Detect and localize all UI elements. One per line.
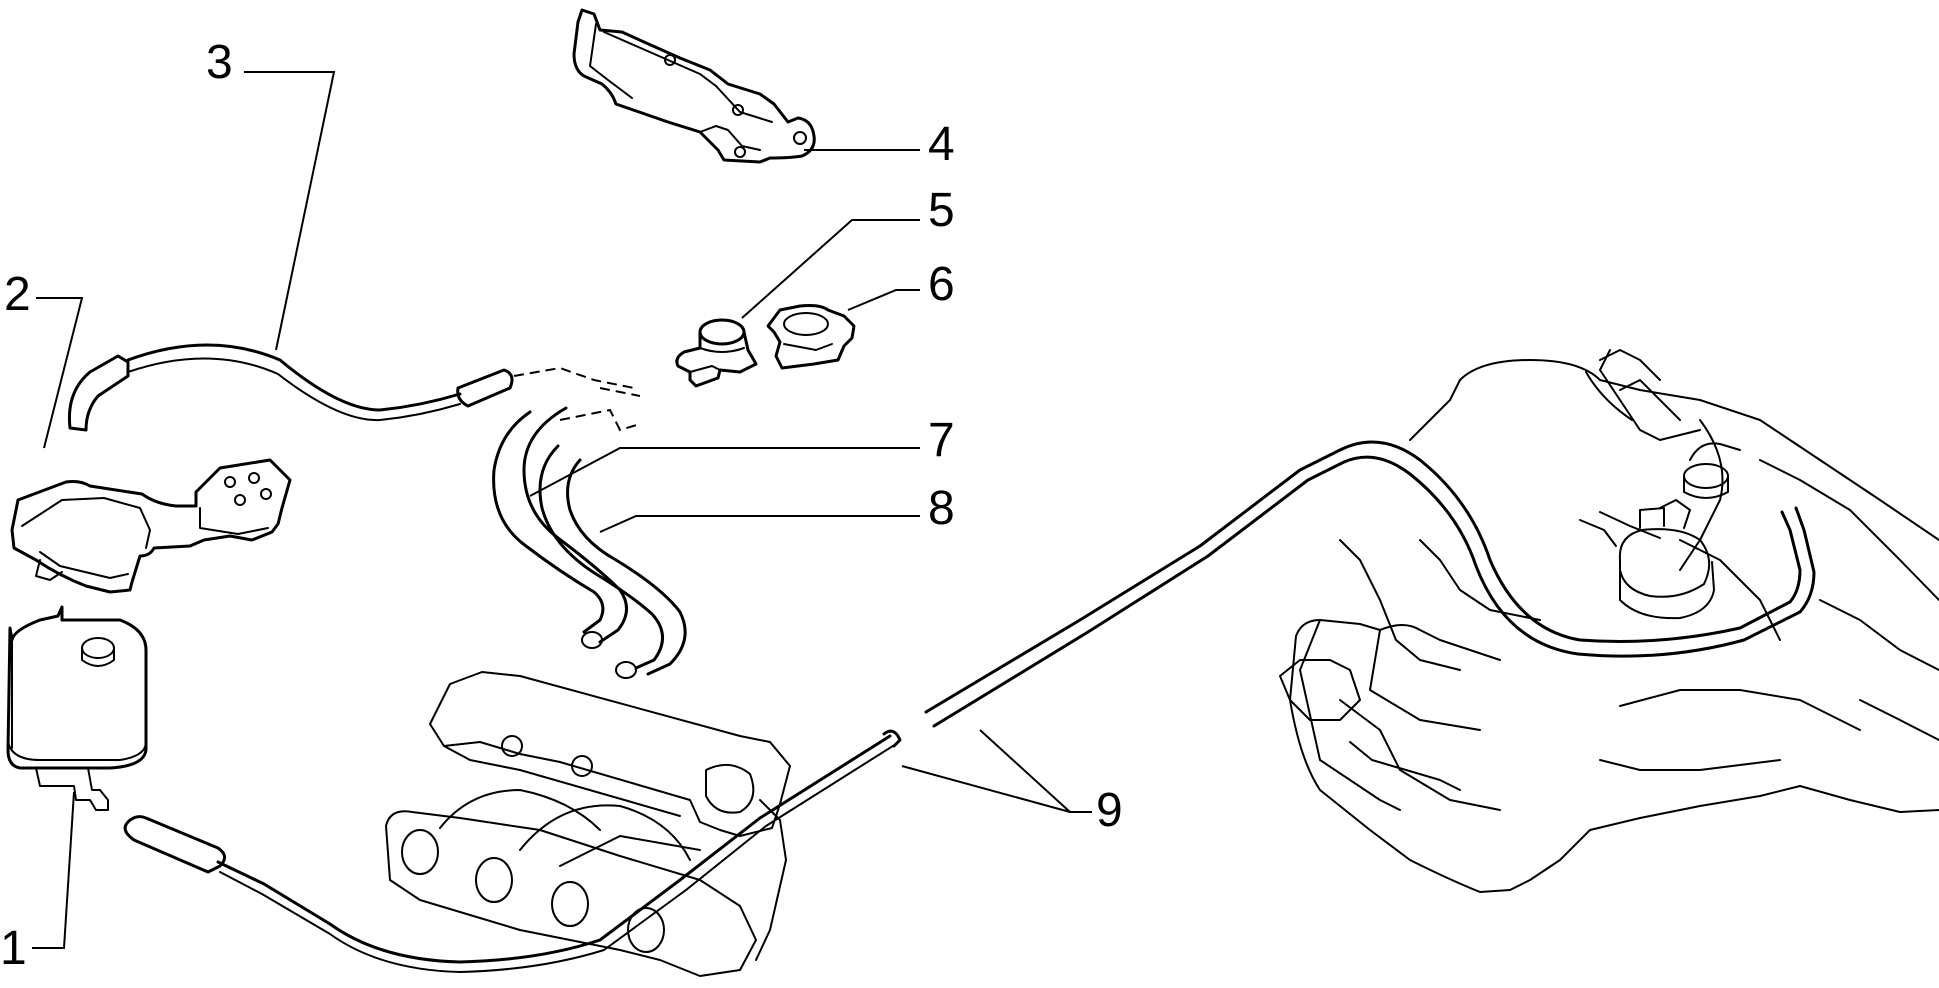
part-8-hose [538,444,687,679]
callout-3: 3 [206,36,233,89]
part-1-canister [6,605,148,811]
callout-4: 4 [928,118,955,171]
leader-6 [847,289,920,311]
leader-1 [32,791,75,949]
leader-5 [741,219,920,319]
fuel-tank [1279,349,1939,893]
callout-5: 5 [928,184,955,237]
part-5-valve [675,318,758,388]
callout-6: 6 [928,258,955,311]
callout-2: 2 [4,268,31,321]
leader-7 [529,447,920,497]
leader-8 [599,515,920,533]
intake-manifold [385,671,791,977]
callout-1: 1 [0,922,27,975]
assembly-hint-lines [513,366,641,432]
callout-7: 7 [928,414,955,467]
callout-9: 9 [1096,784,1123,837]
callouts: 1 2 3 4 5 6 7 8 9 [0,36,1123,975]
leader-9b [979,729,1092,813]
part-2-bracket [10,458,292,594]
leader-3 [244,71,336,351]
leader-2 [36,297,84,449]
callout-8: 8 [928,482,955,535]
part-9-pipes [123,440,1816,973]
part-4-bracket [572,8,816,164]
part-6-holder [766,304,856,370]
part-3-hose [67,343,514,432]
leader-9a [901,765,1071,813]
leader-lines [32,71,1092,949]
